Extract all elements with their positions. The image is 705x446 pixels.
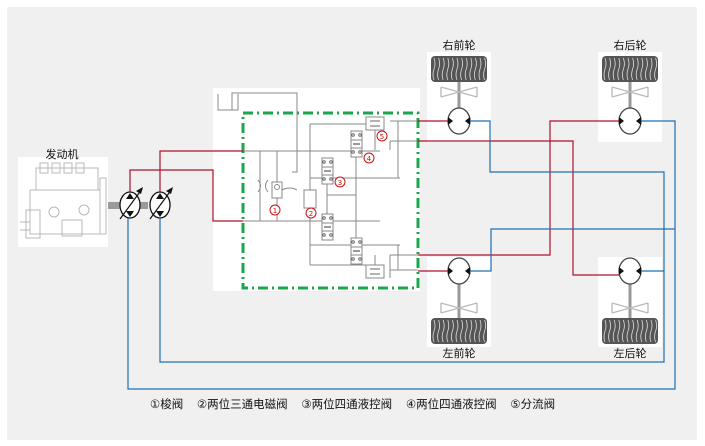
line-rf-return xyxy=(159,120,665,363)
valve-marker-2: 2 xyxy=(305,207,317,219)
valve-marker-3: 3 xyxy=(334,176,346,188)
hydraulic-motor-icon xyxy=(447,107,471,135)
tire-icon xyxy=(431,56,487,82)
valve-markers: 1 2 3 4 5 xyxy=(269,130,388,219)
line-pump1-supply xyxy=(129,169,243,222)
svg-text:4: 4 xyxy=(367,155,372,163)
tank-icon xyxy=(217,94,239,111)
engine-label: 发动机 xyxy=(45,148,79,161)
valve-marker-1: 1 xyxy=(269,204,281,216)
legend-item-pilot-valve-4: ④两位四通液控阀 xyxy=(405,397,497,411)
right-rear-wheel-label: 右后轮 xyxy=(613,39,647,52)
hydraulic-motor-icon xyxy=(618,107,642,135)
line-rr-return xyxy=(127,120,676,390)
svg-text:3: 3 xyxy=(338,179,342,187)
tire-icon xyxy=(602,318,658,344)
coupling-icon xyxy=(611,86,649,98)
svg-text:2: 2 xyxy=(309,210,313,218)
coupling-icon xyxy=(440,302,478,314)
pilot-valve-icon xyxy=(350,130,363,158)
pilot-valve-icon xyxy=(350,237,363,265)
left-front-wheel-label: 左前轮 xyxy=(442,347,476,360)
flow-divider-icon xyxy=(365,264,385,279)
wheel-right-front xyxy=(427,52,491,142)
wheel-left-front xyxy=(427,257,491,347)
wheel-left-rear xyxy=(598,257,662,347)
flow-divider-icon xyxy=(365,116,385,131)
svg-text:1: 1 xyxy=(273,207,277,215)
coupling-icon xyxy=(440,86,478,98)
coupling-icon xyxy=(611,302,649,314)
line-lr-supply xyxy=(418,140,619,276)
pump-1-icon xyxy=(119,187,143,220)
right-front-wheel-label: 右前轮 xyxy=(442,39,476,52)
directional-valves xyxy=(321,116,385,279)
pilot-valve-icon xyxy=(321,157,334,185)
hydraulic-motor-icon xyxy=(447,257,471,285)
left-rear-wheel-label: 左后轮 xyxy=(613,347,647,360)
engine-icon xyxy=(18,157,148,247)
line-rr-supply xyxy=(418,120,619,256)
svg-text:5: 5 xyxy=(380,133,384,141)
tire-icon xyxy=(602,56,658,82)
legend-item-solenoid-valve: ②两位三通电磁阀 xyxy=(196,397,288,411)
pump-2-icon xyxy=(149,187,173,220)
valve-marker-5: 5 xyxy=(376,130,388,142)
control-box-border xyxy=(241,111,420,290)
pilot-valve-icon xyxy=(321,213,334,241)
valve-marker-4: 4 xyxy=(363,152,375,164)
tire-icon xyxy=(431,318,487,344)
wheel-right-rear xyxy=(598,52,662,142)
legend: ①梭阀 ②两位三通电磁阀 ③两位四通液控阀 ④两位四通液控阀 ⑤分流阀 xyxy=(0,396,705,412)
line-lf-return xyxy=(470,228,675,272)
hydraulic-motor-icon xyxy=(618,257,642,285)
legend-item-pilot-valve-3: ③两位四通液控阀 xyxy=(301,397,393,411)
legend-item-flow-divider: ⑤分流阀 xyxy=(510,397,556,411)
line-pump2-supply xyxy=(159,150,243,192)
legend-item-shuttle-valve: ①梭阀 xyxy=(149,397,184,411)
